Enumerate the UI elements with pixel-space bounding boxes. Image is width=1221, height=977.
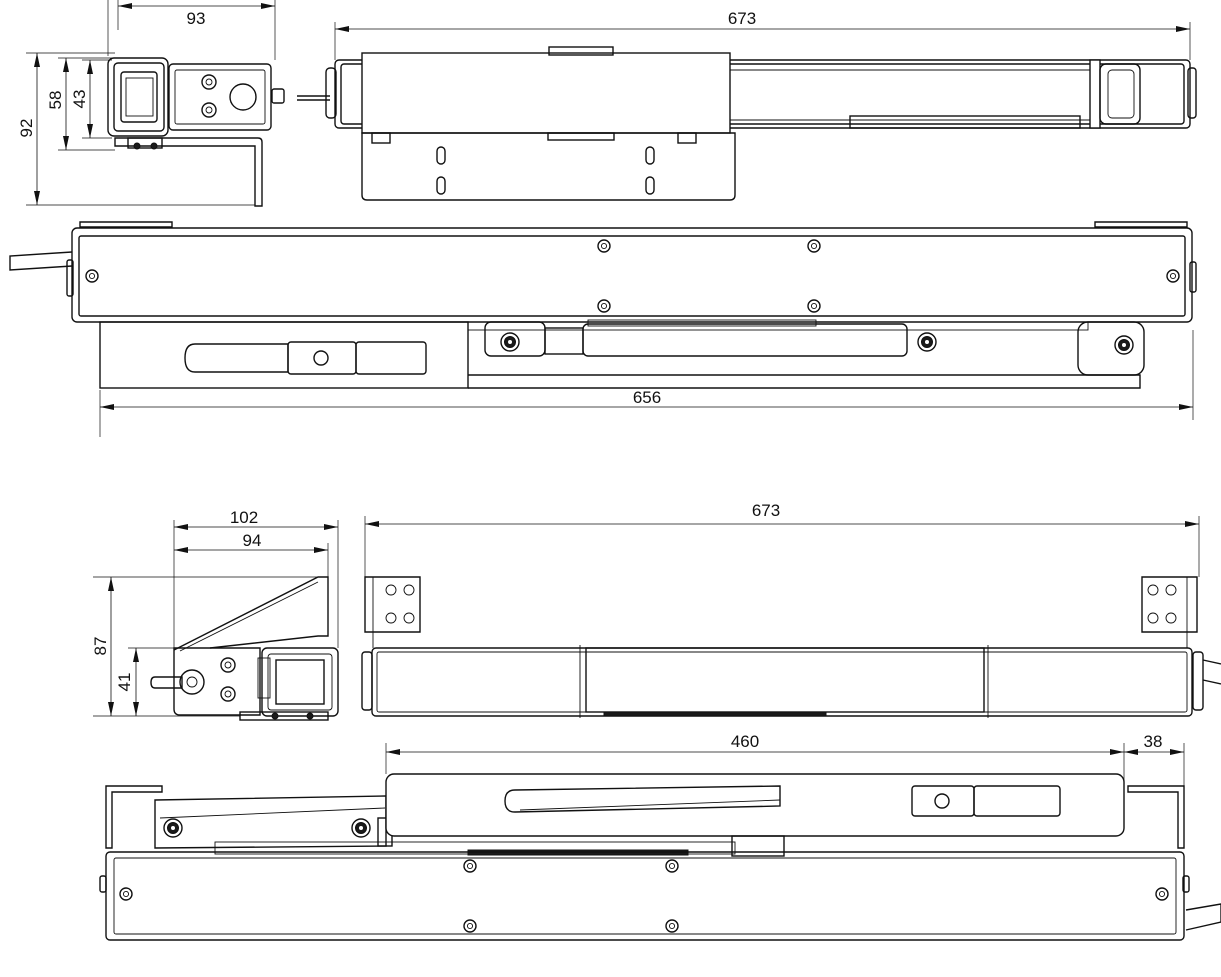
- dim-38: 38: [1144, 732, 1163, 751]
- top-side-dims: 93 92 58 43: [17, 0, 276, 206]
- bottom-plan-dims: 460 38: [385, 732, 1185, 786]
- dim-58: 58: [46, 91, 65, 110]
- dim-43: 43: [70, 90, 89, 109]
- dim-92: 92: [17, 119, 36, 138]
- bottom-front-dims: 673: [364, 501, 1200, 577]
- top-front-dims: 673: [334, 9, 1191, 60]
- bottom-side-view: [150, 576, 339, 721]
- dim-656: 656: [633, 388, 661, 407]
- dim-93: 93: [187, 9, 206, 28]
- dim-102: 102: [230, 508, 258, 527]
- dim-460: 460: [731, 732, 759, 751]
- bottom-side-dims: 102 94 87 41: [91, 508, 339, 717]
- top-side-view: [107, 57, 285, 207]
- dim-673-bottom: 673: [752, 501, 780, 520]
- dim-41: 41: [115, 673, 134, 692]
- bottom-front-view: [361, 576, 1221, 718]
- top-plan-dims: 656: [99, 330, 1194, 437]
- dim-673-top: 673: [728, 9, 756, 28]
- top-front-view: [297, 46, 1197, 201]
- top-plan-view: [9, 221, 1197, 389]
- dim-87: 87: [91, 637, 110, 656]
- bottom-plan-view: [99, 773, 1221, 941]
- dim-94: 94: [243, 531, 262, 550]
